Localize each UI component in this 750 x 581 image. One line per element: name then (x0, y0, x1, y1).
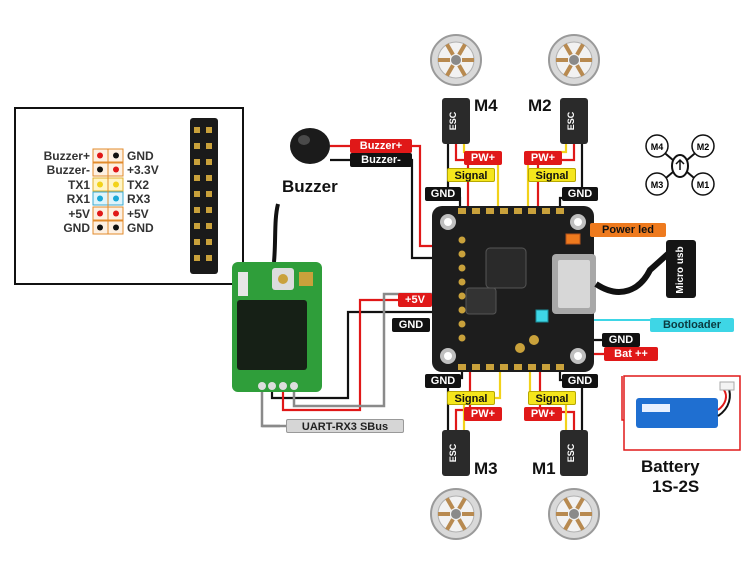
micro-usb-label: Micro usb (675, 246, 686, 293)
receiver-board (232, 203, 322, 392)
esc-m4 (442, 98, 470, 144)
pin-left-1: Buzzer+ (43, 149, 90, 163)
tag-bat-plus: Bat ++ (604, 347, 658, 361)
esc-label-m3: ESC (448, 443, 458, 462)
tag-bootloader: Bootloader (650, 318, 734, 332)
tag-power-led: Power led (590, 223, 666, 237)
tag-gnd-bat: GND (602, 333, 640, 347)
mini-m1: M1 (697, 180, 710, 190)
pin-right-1: GND (127, 149, 154, 163)
esc-m2 (560, 98, 588, 144)
buzzer-device (290, 128, 330, 164)
tag-buzzer-plus: Buzzer+ (350, 139, 412, 153)
tag-pw-m1: PW+ (524, 407, 562, 421)
pinout-inset (14, 107, 244, 285)
tag-gnd-m3: GND (425, 374, 461, 388)
motor-m2 (548, 34, 600, 86)
pin-right-3: TX2 (127, 178, 150, 192)
esc-m1 (560, 430, 588, 476)
pin-right-4: RX3 (127, 192, 151, 206)
flight-controller (432, 206, 596, 372)
motor-m1 (548, 488, 600, 540)
esc-label-m4: ESC (448, 111, 458, 130)
pin-right-2: +3.3V (127, 163, 159, 177)
esc-blocks (442, 98, 588, 476)
esc-m3 (442, 430, 470, 476)
pin-right-6: GND (127, 221, 154, 235)
tag-signal-m4: Signal (447, 168, 495, 182)
pin-header-strip (190, 118, 218, 274)
pin-left-4: RX1 (66, 192, 90, 206)
pin-left-6: GND (63, 221, 90, 235)
pin-left-3: TX1 (67, 178, 90, 192)
pin-left-5: +5V (68, 207, 90, 221)
tag-uart-rx3: UART-RX3 SBus (286, 419, 404, 433)
tag-gnd-rx: GND (392, 318, 430, 332)
tag-signal-m2: Signal (528, 168, 576, 182)
quad-orientation-map: M4 M2 M3 M1 (645, 134, 715, 196)
mini-m3: M3 (651, 180, 664, 190)
esc-label-m2: ESC (566, 111, 576, 130)
tag-pw-m4: PW+ (464, 151, 502, 165)
motor-m4 (430, 34, 482, 86)
battery (623, 375, 741, 451)
motor-label-m2: M2 (528, 96, 552, 115)
pin-pairs (92, 148, 124, 235)
motors (430, 34, 600, 540)
esc-label-m1: ESC (566, 443, 576, 462)
tag-gnd-m1: GND (562, 374, 598, 388)
motor-m3 (430, 488, 482, 540)
tag-signal-m1: Signal (528, 391, 576, 405)
mini-m2: M2 (697, 142, 710, 152)
battery-title: Battery (641, 457, 700, 476)
tag-gnd-m4: GND (425, 187, 461, 201)
motor-label-m1: M1 (532, 459, 556, 478)
tag-gnd-m2: GND (562, 187, 598, 201)
micro-usb-cable (594, 240, 696, 298)
pin-left-2: Buzzer- (46, 163, 90, 177)
tag-pw-m2: PW+ (524, 151, 562, 165)
tag-signal-m3: Signal (447, 391, 495, 405)
motor-label-m4: M4 (474, 96, 498, 115)
tag-buzzer-minus: Buzzer- (350, 153, 412, 167)
header-pins (194, 127, 212, 261)
motor-label-m3: M3 (474, 459, 498, 478)
tag-pw-m3: PW+ (464, 407, 502, 421)
tag-5v: +5V (398, 293, 432, 307)
mini-m4: M4 (651, 142, 664, 152)
buzzer-title: Buzzer (282, 177, 338, 196)
battery-sub: 1S-2S (652, 477, 700, 496)
pin-right-5: +5V (127, 207, 149, 221)
